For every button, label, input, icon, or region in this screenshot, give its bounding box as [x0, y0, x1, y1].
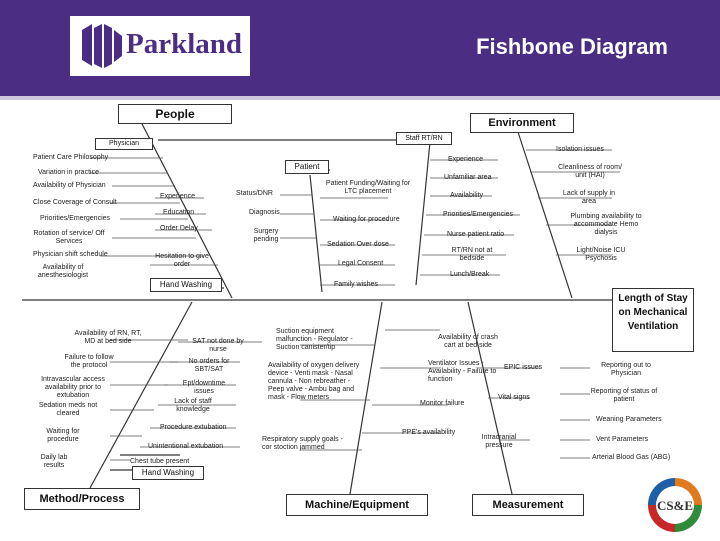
measurement-cause: Intracranial pressure — [481, 434, 517, 449]
method-cause: Lack of staff knowledge — [174, 398, 212, 413]
people-cause: Availability of Physician — [33, 182, 106, 189]
people-cause: Experience — [160, 193, 196, 200]
people-cause: Priorities/Emergencies — [40, 215, 111, 222]
measurement-cause: Vital signs — [498, 394, 530, 401]
environment-cause: Lack of supply in area — [562, 190, 616, 205]
effect-box: Length of Stay on Mechanical Ventilation — [612, 288, 694, 352]
machine-cause: Availability of oxygen delivery device -… — [268, 362, 360, 401]
parkland-logo — [70, 16, 250, 76]
measurement-cause: Weaning Parameters — [596, 416, 662, 423]
patient-cause: Diagnosis — [249, 209, 280, 216]
category-method-box: Method/Process — [24, 488, 140, 510]
measurement-cause: Reporting of status of patient — [590, 388, 658, 403]
category-machine-box: Machine/Equipment — [286, 494, 428, 516]
patient-cause: Legal Consent — [338, 260, 384, 267]
patient-box: Patient — [285, 160, 329, 174]
category-measurement-box: Measurement — [472, 494, 584, 516]
environment-cause: Cleanliness of room/ unit (HAI) — [558, 164, 622, 179]
method-cause: Intravascular access availability prior … — [41, 376, 105, 399]
patient-cause: Waiting for procedure — [333, 216, 400, 223]
csse-logo-text: CS&E — [657, 498, 693, 513]
patient-cause: Surgery pending — [253, 228, 279, 243]
measurement-cause: Arterial Blood Gas (ABG) — [592, 454, 671, 461]
machine-cause: Suction equipment malfunction - Regulato… — [276, 328, 353, 351]
staff-cause: RT/RN not at bedside — [451, 247, 493, 262]
header-divider — [0, 96, 720, 100]
people-cause: Education — [163, 209, 195, 216]
method-cause: Failure to follow the protocol — [64, 354, 114, 369]
method-cause: Sedation meds not cleared — [38, 402, 98, 417]
physician-box: Physician — [95, 138, 153, 150]
staff-cause: Unfamiliar area — [444, 174, 492, 181]
method-cause: SAT not done by nurse — [192, 338, 244, 353]
slide-title: Fishbone Diagram — [476, 34, 668, 59]
category-people-box: People — [118, 104, 232, 124]
machine-cause: PPE's availability — [402, 429, 456, 436]
category-environment-box: Environment — [470, 113, 574, 133]
staff-cause: Nurse patient ratio — [447, 231, 505, 238]
people-cause: Physician shift schedule — [33, 251, 108, 258]
staff-box: Staff RT/RN — [396, 132, 452, 145]
staff-cause: Priorities/Emergencies — [443, 211, 514, 218]
measurement-cause: Reporting out to Physician — [601, 362, 651, 377]
staff-cause: Lunch/Break — [450, 271, 490, 278]
hand-washing-method-box: Hand Washing — [132, 466, 204, 480]
parkland-emblem-icon — [82, 24, 122, 68]
staff-cause: Availability — [450, 192, 483, 199]
brand-name: Parkland — [126, 28, 243, 60]
method-cause: Daily lab results — [40, 454, 68, 469]
hand-washing-people-box: Hand Washing — [150, 278, 222, 292]
machine-cause: Respiratory supply goals - cor stoction … — [262, 436, 343, 451]
environment-cause: Light/Noise ICU Psychosis — [576, 247, 626, 262]
measurement-cause: Vent Parameters — [596, 436, 649, 443]
people-cause: Rotation of service/ Off Services — [33, 230, 105, 245]
people-cause: Close Coverage of Consult — [33, 199, 117, 206]
machine-cause: Availability of crash cart at bed side — [438, 334, 498, 349]
people-cause: Patient Care Philosophy — [33, 154, 109, 161]
method-cause: Chest tube present — [130, 458, 190, 465]
patient-cause: Patient Funding/Waiting for LTC placemen… — [325, 180, 411, 195]
people-cause: Order Delay — [160, 225, 198, 232]
csse-emblem-icon: CS&E — [648, 478, 702, 532]
people-cause: Availability of anesthesiologist — [37, 264, 89, 279]
machine-cause: Monitor failure — [420, 400, 465, 407]
patient-cause: Family wishes — [334, 281, 378, 288]
method-cause: Ept/downtime issues — [182, 380, 226, 395]
people-cause: Hesitation to give order — [155, 253, 209, 268]
environment-cause: Plumbing availability to accommodate Hem… — [570, 213, 642, 236]
method-cause: Procedure extubation — [160, 424, 227, 431]
method-cause: Waiting for procedure — [46, 428, 80, 443]
method-cause: Unintentional extubation — [148, 443, 224, 450]
staff-cause: Experience — [448, 156, 484, 163]
machine-cause: Ventilator Issues - Availability - Failu… — [428, 360, 497, 383]
environment-cause: Isolation issues — [556, 146, 604, 153]
method-cause: No orders for SBT/SAT — [188, 358, 230, 373]
patient-cause: Status/DNR — [236, 190, 273, 197]
patient-cause: Sedation Over dose — [327, 241, 389, 248]
csse-logo: CS&E — [640, 474, 710, 536]
people-cause: Variation in practice — [38, 169, 99, 176]
method-cause: Availability of RN, RT, MD at bed side — [74, 330, 142, 345]
measurement-cause: EPIC issues — [504, 364, 543, 371]
